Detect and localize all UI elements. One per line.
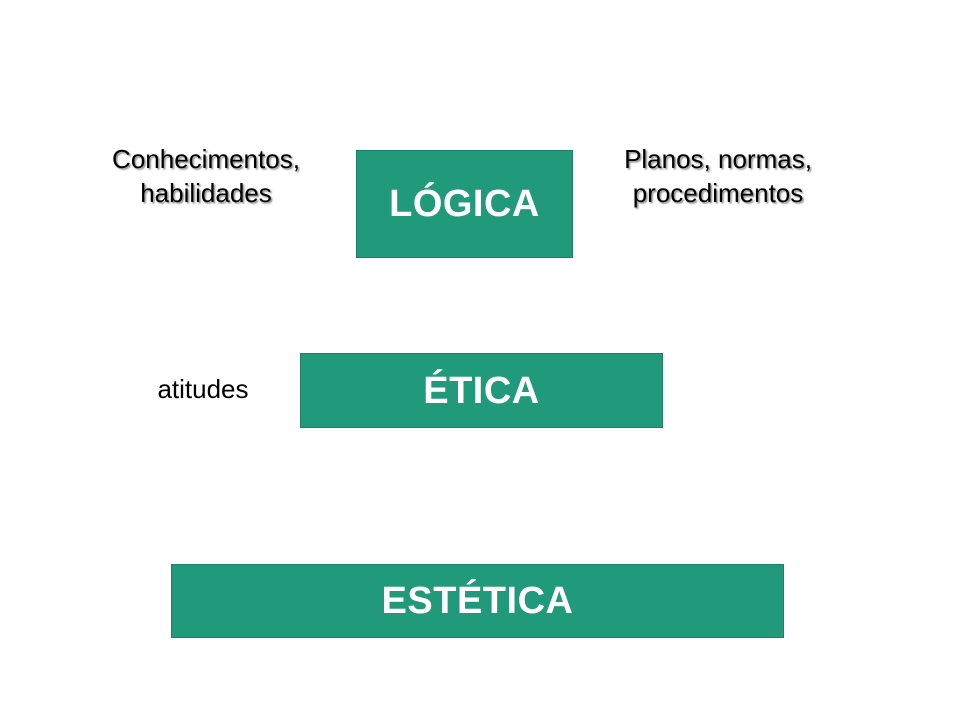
bar-logica[interactable]: LÓGICA [356,150,573,258]
bar-logica-label: LÓGICA [389,183,540,225]
annotation-planos-normas-procedimentos: Planos, normas, procedimentos [624,144,812,209]
bar-etica-label: ÉTICA [423,369,540,412]
bar-etica[interactable]: ÉTICA [300,353,663,428]
bar-estetica[interactable]: ESTÉTICA [171,564,784,638]
annotation-atitudes: atitudes [157,374,249,404]
bar-estetica-label: ESTÉTICA [381,580,574,622]
annotation-conhecimentos-habilidades: Conhecimentos, habilidades [112,144,300,209]
